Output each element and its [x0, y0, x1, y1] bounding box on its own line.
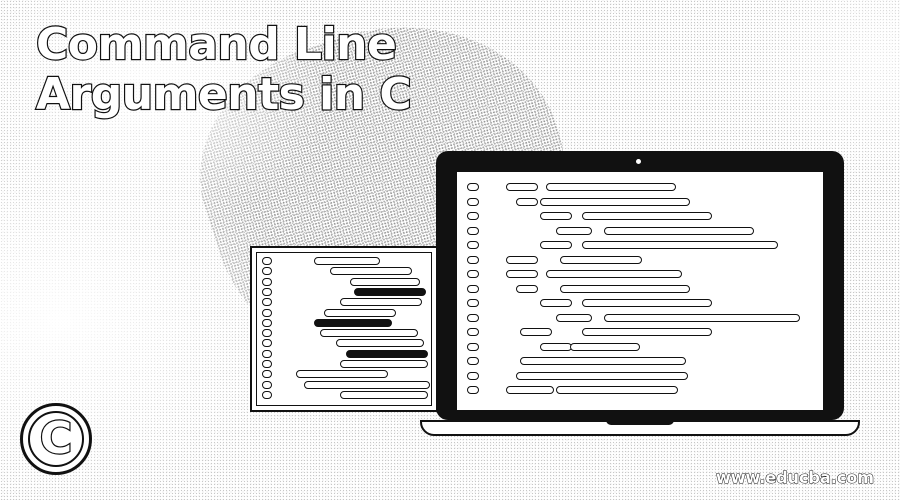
code-line: [340, 298, 422, 307]
laptop-notch: [606, 420, 674, 425]
line-number: [262, 277, 272, 286]
line-number: [262, 329, 272, 338]
code-line: [520, 357, 686, 365]
line-number: [262, 390, 272, 399]
line-number: [467, 357, 479, 365]
camera-icon: [634, 157, 643, 166]
code-line: [340, 390, 428, 399]
code-line: [324, 308, 396, 317]
line-number: [467, 241, 479, 249]
code-line: [520, 328, 552, 336]
code-line: [556, 386, 678, 394]
code-line: [540, 299, 572, 307]
code-line: [604, 226, 754, 235]
line-number: [467, 328, 479, 336]
code-line: [516, 197, 538, 206]
line-number: [262, 308, 272, 317]
line-number: [467, 270, 479, 278]
line-number: [262, 339, 272, 348]
code-line: [604, 313, 800, 322]
line-number: [467, 183, 479, 191]
title-line-2: Arguments in C: [35, 68, 413, 120]
code-line: [582, 299, 712, 307]
line-number: [262, 287, 272, 296]
line-number: [467, 342, 479, 351]
code-line: [556, 226, 592, 235]
line-number: [262, 360, 272, 368]
code-line: [540, 241, 572, 249]
code-line: [516, 371, 688, 380]
code-line: [336, 339, 424, 348]
line-number: [262, 257, 272, 265]
line-number: [467, 313, 479, 322]
code-line: [582, 212, 712, 220]
code-line: [320, 329, 418, 338]
line-number: [262, 349, 272, 358]
line-number: [467, 255, 479, 264]
code-line: [540, 342, 572, 351]
code-line: [340, 360, 428, 368]
line-number: [467, 299, 479, 307]
code-line: [570, 342, 640, 351]
code-line: [560, 255, 642, 264]
code-line: [560, 284, 690, 293]
code-line: [346, 349, 428, 358]
code-line: [582, 241, 778, 249]
code-line: [556, 313, 592, 322]
code-line: [296, 370, 388, 379]
website-url: www.educba.com: [715, 468, 874, 488]
code-line: [350, 277, 420, 286]
code-line: [506, 386, 554, 394]
code-line: [516, 284, 538, 293]
code-line: [506, 183, 538, 191]
line-number: [467, 226, 479, 235]
title-line-1: Command Line: [35, 18, 398, 70]
code-line: [330, 267, 412, 276]
code-line: [506, 270, 538, 278]
line-number: [262, 370, 272, 379]
line-number: [262, 318, 272, 327]
line-number: [467, 386, 479, 394]
line-number: [467, 212, 479, 220]
code-line: [546, 270, 682, 278]
code-line: [540, 197, 690, 206]
logo-letter: C: [39, 413, 74, 464]
line-number: [262, 380, 272, 389]
line-number: [262, 267, 272, 276]
code-line: [314, 257, 380, 265]
code-line: [540, 212, 572, 220]
code-line: [354, 287, 426, 296]
c-language-logo-icon: C: [20, 403, 92, 475]
code-line: [582, 328, 712, 336]
line-number: [467, 284, 479, 293]
code-line: [314, 318, 392, 327]
line-number: [262, 298, 272, 307]
banner-title: Command Line Arguments in C: [35, 18, 413, 120]
code-line: [546, 183, 676, 191]
code-line: [506, 255, 538, 264]
code-line: [304, 380, 430, 389]
line-number: [467, 197, 479, 206]
line-number: [467, 371, 479, 380]
